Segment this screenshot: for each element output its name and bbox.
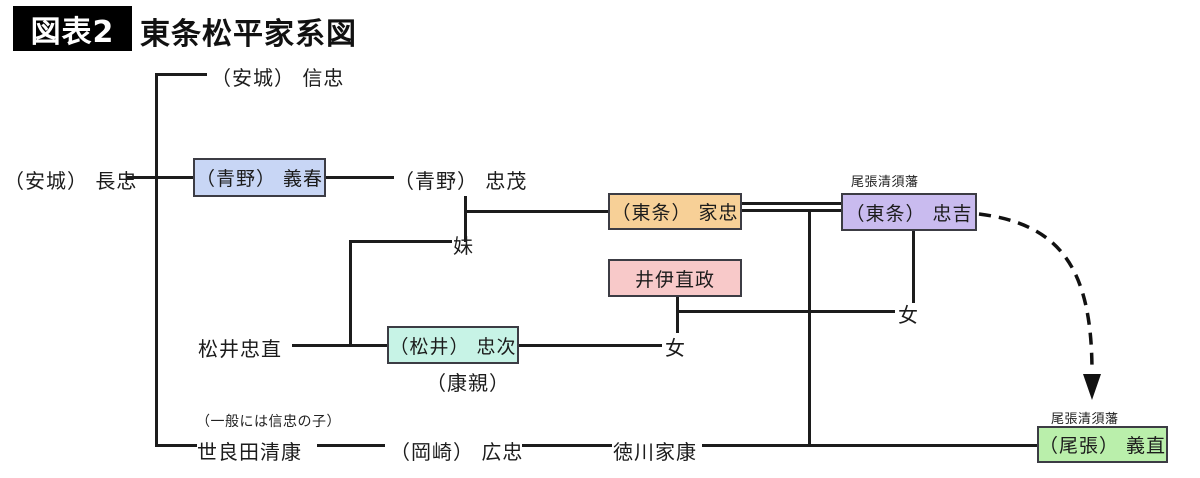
line-hirotada-ieyasu <box>522 444 612 447</box>
annotation-kiyoyasu-note: （一般には信忠の子） <box>196 414 341 430</box>
line-tadashige-ietada <box>464 210 610 213</box>
line-ieyasu-yoshinao <box>702 444 1038 447</box>
page-title: 東条松平家系図 <box>140 17 357 52</box>
line-naomasa-down <box>676 297 679 333</box>
node-yoshinao: （尾張） 義直 <box>1037 426 1168 463</box>
line-main-trunk <box>155 73 158 447</box>
annotation-tadayoshi-domain: 尾張清須藩 <box>851 175 919 190</box>
node-naomasa: 井伊直政 <box>608 259 742 297</box>
node-hirotada: （岡崎） 広忠 <box>390 440 524 464</box>
succession-arrow-curve <box>978 212 1094 373</box>
node-imoto: 妹 <box>453 234 474 258</box>
line-kiyoyasu-hirotada <box>317 444 385 447</box>
node-daughter-ii: 女 <box>898 303 919 327</box>
node-yoshiharu: （青野） 義春 <box>193 158 326 197</box>
line-yoshiharu-tadashige <box>326 176 394 179</box>
node-kiyoyasu: 世良田清康 <box>197 440 302 464</box>
line-adoption-bottom <box>742 209 843 212</box>
node-nobutada: （安城） 信忠 <box>211 66 345 90</box>
line-tadayoshi-daughter <box>912 231 915 303</box>
line-naomasa-daughter-ii <box>677 310 895 313</box>
line-adoption-top <box>742 202 843 205</box>
figure-number-badge: 図表2 <box>13 6 132 51</box>
succession-arrowhead-icon <box>1083 374 1101 400</box>
node-tadayoshi: （東条） 忠吉 <box>841 193 977 231</box>
line-nagatada-yoshiharu <box>126 176 195 179</box>
line-tadatsugu-daughter <box>519 344 662 347</box>
line-imoto-elbow <box>349 240 352 346</box>
node-tadatsugu-alias: （康親） <box>426 371 510 395</box>
node-ieyasu: 徳川家康 <box>613 440 697 464</box>
node-matsui-tadanao: 松井忠直 <box>198 337 282 361</box>
line-ieyasu-tadayoshi <box>808 209 811 447</box>
line-to-nobutada <box>155 73 207 76</box>
node-tadatsugu: （松井） 忠次 <box>387 326 519 364</box>
node-tadashige: （青野） 忠茂 <box>394 169 528 193</box>
line-tadanao-tadatsugu <box>292 344 389 347</box>
annotation-yoshinao-domain: 尾張清須藩 <box>1051 412 1119 427</box>
node-daughter-matsui: 女 <box>665 336 686 360</box>
line-tadashige-down <box>464 196 467 242</box>
line-trunk-kiyoyasu <box>155 444 197 447</box>
line-to-imoto <box>349 240 452 243</box>
node-ietada: （東条） 家忠 <box>608 193 742 230</box>
node-nagatada: （安城） 長忠 <box>4 169 138 193</box>
